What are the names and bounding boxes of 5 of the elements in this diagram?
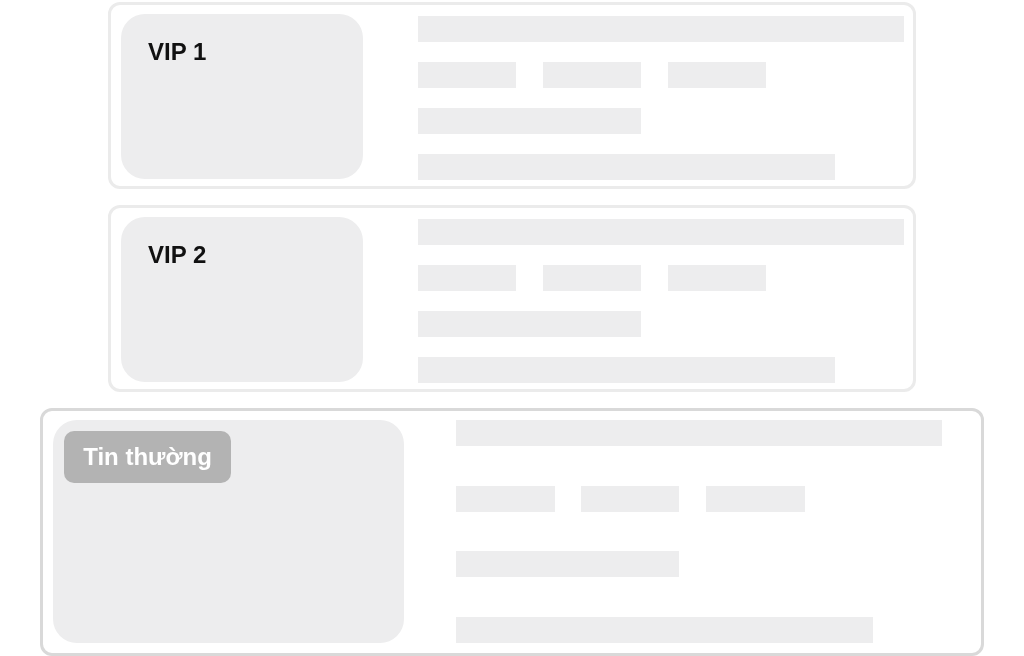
thumbnail-panel: VIP 1 [121,14,363,179]
tag: Tin thường [64,431,231,483]
thumbnail-panel: VIP 2 [121,217,363,382]
listing-card [40,408,984,656]
thumbnail-panel [53,420,404,643]
